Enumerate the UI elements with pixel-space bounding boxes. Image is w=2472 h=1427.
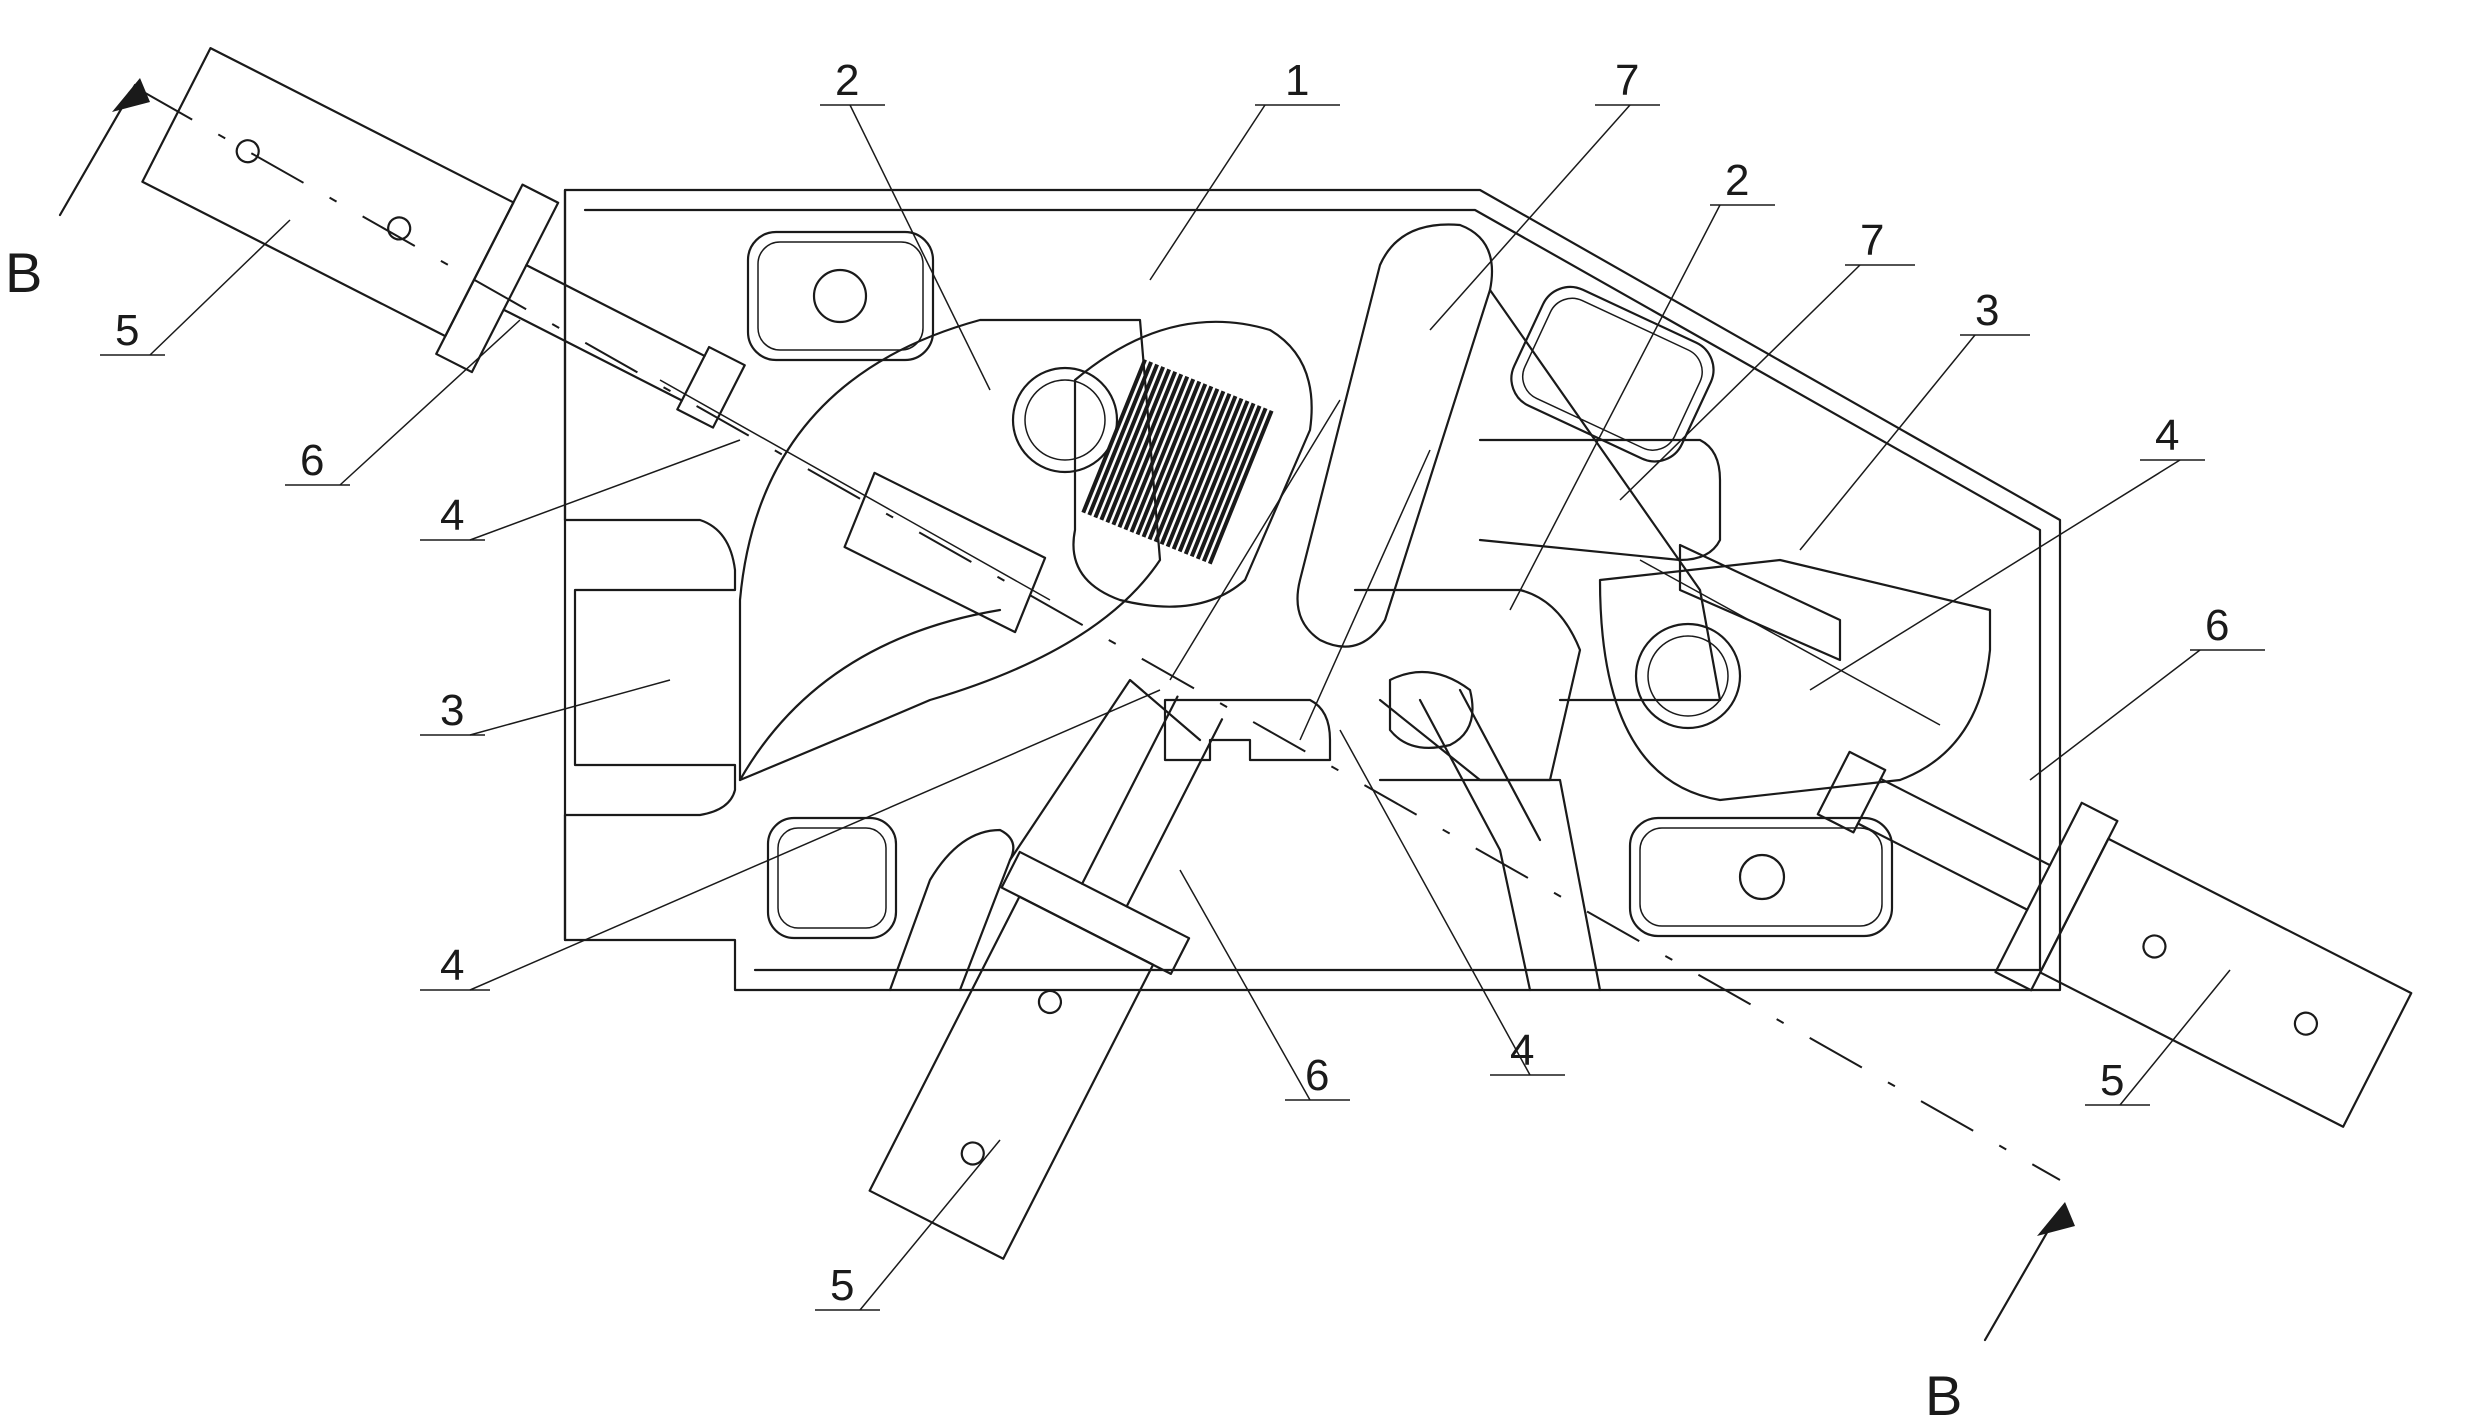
callout-4-right: 4: [2155, 411, 2179, 460]
coil-winding: [1207, 409, 1274, 565]
callout-7-top: 7: [1615, 56, 1639, 105]
coil-winding: [1195, 405, 1262, 560]
callout-7-right: 7: [1860, 216, 1884, 265]
callout-4-bottom-left: 4: [440, 941, 464, 990]
coil-winding: [1201, 407, 1268, 563]
coil-winding: [1159, 390, 1226, 545]
leader-lines: [100, 104, 2265, 1311]
center-blocks: [1296, 223, 1722, 992]
cavity-left: [738, 318, 1162, 782]
cylinder-top-left: [141, 46, 746, 429]
callout-2-right: 2: [1725, 156, 1749, 205]
callout-2-left: 2: [835, 56, 859, 105]
callout-1: 1: [1285, 56, 1309, 105]
coil-winding: [1153, 388, 1220, 543]
coil-winding: [1177, 397, 1244, 553]
callout-5-right: 5: [2100, 1056, 2124, 1105]
cylinder-bottom: [868, 695, 1224, 1260]
callout-6-top-left: 6: [300, 436, 324, 485]
callout-5-top-left: 5: [115, 306, 139, 355]
section-mark-bottom-right: B: [1925, 1364, 1962, 1427]
coil-winding: [1093, 363, 1159, 519]
callout-4-top-left: 4: [440, 491, 464, 540]
pocket-bottom-right: [1628, 816, 1894, 938]
section-line: B B: [5, 78, 2075, 1427]
coil-winding: [1129, 378, 1196, 533]
pocket-bottom-left: [766, 816, 898, 940]
callout-6-right: 6: [2205, 601, 2229, 650]
coil-winding: [1081, 358, 1147, 514]
coil-winding: [1087, 361, 1153, 516]
pocket-top-right: [1510, 285, 1715, 463]
coil-winding: [1189, 402, 1256, 558]
coil-winding: [1141, 383, 1208, 538]
callout-3-right: 3: [1975, 286, 1999, 335]
mold-body: [563, 188, 2062, 992]
callout-4-bottom-center: 4: [1510, 1026, 1534, 1075]
coil-winding: [1171, 395, 1238, 550]
coil-winding: [1165, 392, 1232, 548]
coil-winding: [1123, 375, 1190, 531]
coil-winding: [1099, 366, 1166, 521]
coil-winding: [1135, 380, 1202, 536]
pins: [659, 379, 1941, 741]
section-mark-top-left: B: [5, 241, 42, 304]
coil-winding: [1111, 371, 1178, 526]
coil-winding: [1117, 373, 1184, 528]
callout-6-bottom: 6: [1305, 1051, 1329, 1100]
callout-3-left: 3: [440, 686, 464, 735]
callout-5-bottom: 5: [830, 1261, 854, 1310]
coil-winding: [1105, 368, 1172, 524]
callout-labels: 1 2 2 3 3 4 4 4 4 5 5 5 6 6 6 7 7: [115, 56, 2229, 1310]
coil-core: [1072, 320, 1313, 608]
cylinder-bottom-right: [1816, 750, 2413, 1128]
cavity-right: [1598, 543, 1992, 802]
coil-winding: [1147, 385, 1214, 541]
bottom-guide: [888, 678, 1332, 992]
pocket-top-left: [746, 230, 935, 362]
coil-winding: [1183, 400, 1250, 555]
